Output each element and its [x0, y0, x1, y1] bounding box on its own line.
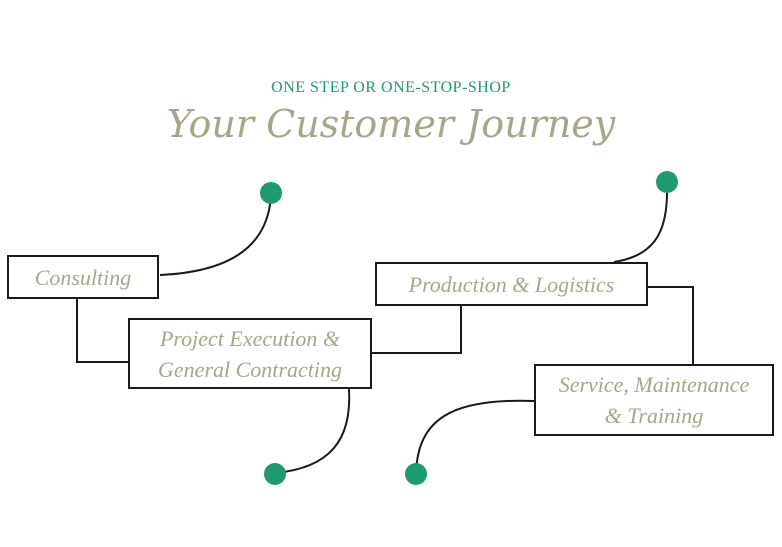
- step-label: Service, Maintenance: [558, 372, 750, 397]
- connector-production-service: [648, 286, 694, 364]
- step-label: & Training: [604, 403, 704, 428]
- step-label: General Contracting: [158, 356, 342, 382]
- step-service-maintenance: Service, Maintenance & Training: [534, 364, 774, 436]
- dot-marker: [405, 463, 427, 485]
- dot-marker: [260, 182, 282, 204]
- dot-marker: [656, 171, 678, 193]
- connector-project-dot: [274, 388, 351, 474]
- dot-marker: [264, 463, 286, 485]
- eyebrow-text: ONE STEP OR ONE-STOP-SHOP: [271, 79, 511, 96]
- step-project-execution: Project Execution & General Contracting: [128, 318, 372, 389]
- connector-consulting-project: [76, 299, 128, 363]
- step-production-logistics: Production & Logistics: [375, 262, 648, 306]
- page-title: Your Customer Journey: [166, 102, 616, 146]
- step-label: Consulting: [34, 264, 132, 290]
- connector-production-dot: [613, 182, 669, 263]
- connector-service-dot: [415, 399, 535, 474]
- connector-consulting-dot: [159, 194, 272, 276]
- step-label: Project Execution &: [159, 325, 340, 351]
- step-label: Production & Logistics: [408, 271, 615, 297]
- step-consulting: Consulting: [7, 255, 159, 299]
- connector-project-production: [372, 306, 462, 354]
